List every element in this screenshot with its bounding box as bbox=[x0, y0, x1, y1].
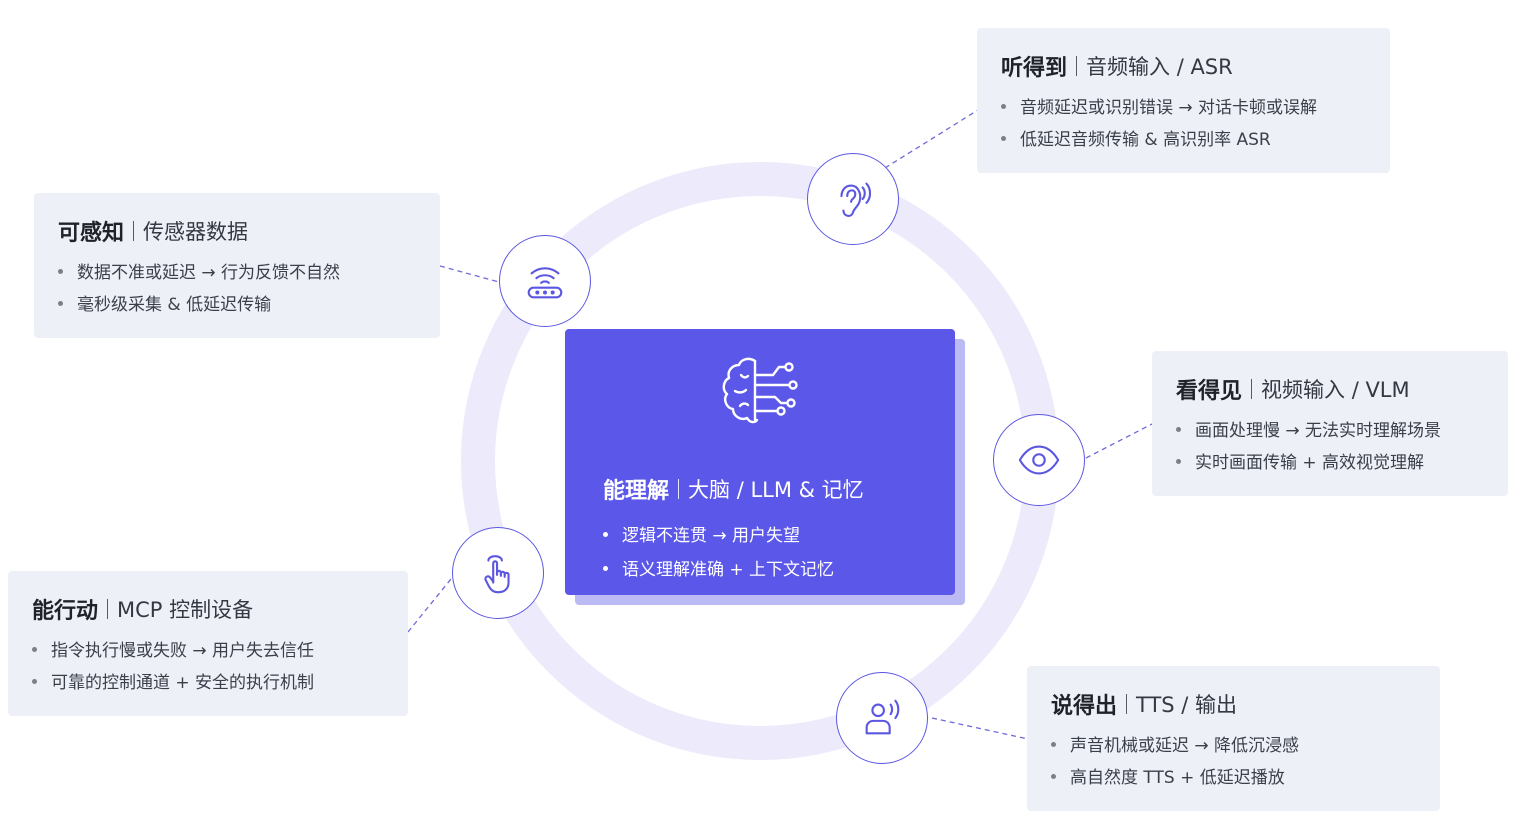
list-item-text: 音频延迟或识别错误 → 对话卡顿或误解 bbox=[1020, 98, 1318, 118]
card-see: 看得见 视频输入 / VLM 画面处理慢 → 无法实时理解场景 实时画面传输 +… bbox=[1152, 351, 1508, 496]
card-title-sub: TTS / 输出 bbox=[1136, 693, 1238, 717]
list-item: 低延迟音频传输 & 高识别率 ASR bbox=[1001, 124, 1366, 156]
center-title: 能理解 大脑 / LLM & 记忆 bbox=[603, 473, 864, 505]
list-item-text: 逻辑不连贯 → 用户失望 bbox=[622, 526, 801, 546]
sensor-icon bbox=[527, 267, 563, 299]
card-title-main: 听得到 bbox=[1001, 56, 1068, 81]
bullet-dot bbox=[603, 531, 608, 537]
center-title-main: 能理解 bbox=[603, 479, 670, 504]
title-separator bbox=[678, 479, 680, 499]
card-hear: 听得到 音频输入 / ASR 音频延迟或识别错误 → 对话卡顿或误解 低延迟音频… bbox=[977, 28, 1390, 173]
node-act bbox=[452, 527, 544, 619]
bullet-dot bbox=[1051, 741, 1056, 747]
list-item: 毫秒级采集 & 低延迟传输 bbox=[58, 289, 416, 321]
card-title-main: 看得见 bbox=[1176, 379, 1243, 404]
card-title: 能行动 MCP 控制设备 bbox=[32, 593, 384, 625]
bullet-dot bbox=[1176, 426, 1181, 432]
connector-see bbox=[1085, 423, 1153, 459]
list-item: 指令执行慢或失败 → 用户失去信任 bbox=[32, 635, 384, 667]
node-see bbox=[993, 414, 1085, 506]
list-item: 声音机械或延迟 → 降低沉浸感 bbox=[1051, 730, 1416, 762]
brain-circuit-icon bbox=[722, 357, 798, 424]
title-separator bbox=[107, 599, 109, 619]
list-item-text: 声音机械或延迟 → 降低沉浸感 bbox=[1070, 736, 1300, 756]
list-item: 实时画面传输 + 高效视觉理解 bbox=[1176, 447, 1484, 479]
list-item-text: 毫秒级采集 & 低延迟传输 bbox=[77, 295, 272, 315]
list-item: 数据不准或延迟 → 行为反馈不自然 bbox=[58, 257, 416, 289]
tap-hand-icon bbox=[484, 555, 510, 594]
card-title: 听得到 音频输入 / ASR bbox=[1001, 50, 1366, 82]
card-title: 说得出 TTS / 输出 bbox=[1051, 688, 1416, 720]
center-card: 能理解 大脑 / LLM & 记忆 逻辑不连贯 → 用户失望 语义理解准确 + … bbox=[565, 329, 955, 595]
list-item: 逻辑不连贯 → 用户失望 bbox=[603, 519, 834, 553]
title-separator bbox=[1126, 694, 1128, 714]
bullet-dot bbox=[1176, 458, 1181, 464]
card-title-sub: 视频输入 / VLM bbox=[1261, 378, 1410, 402]
center-title-sub: 大脑 / LLM & 记忆 bbox=[688, 478, 864, 502]
card-title: 可感知 传感器数据 bbox=[58, 215, 416, 247]
ear-icon bbox=[840, 182, 872, 217]
list-item: 语义理解准确 + 上下文记忆 bbox=[603, 553, 834, 587]
list-item-text: 实时画面传输 + 高效视觉理解 bbox=[1195, 453, 1425, 473]
card-title-sub: 传感器数据 bbox=[143, 220, 249, 244]
bullet-dot bbox=[58, 300, 63, 306]
card-list: 声音机械或延迟 → 降低沉浸感 高自然度 TTS + 低延迟播放 bbox=[1051, 730, 1416, 794]
bullet-dot bbox=[1001, 135, 1006, 141]
list-item: 画面处理慢 → 无法实时理解场景 bbox=[1176, 415, 1484, 447]
list-item-text: 高自然度 TTS + 低延迟播放 bbox=[1070, 768, 1285, 788]
bullet-dot bbox=[603, 565, 608, 571]
card-title-main: 能行动 bbox=[32, 599, 99, 624]
list-item: 可靠的控制通道 + 安全的执行机制 bbox=[32, 667, 384, 699]
title-separator bbox=[133, 221, 135, 241]
bullet-dot bbox=[1001, 103, 1006, 109]
list-item-text: 低延迟音频传输 & 高识别率 ASR bbox=[1020, 130, 1271, 150]
card-list: 音频延迟或识别错误 → 对话卡顿或误解 低延迟音频传输 & 高识别率 ASR bbox=[1001, 92, 1366, 156]
title-separator bbox=[1251, 379, 1253, 399]
center-list: 逻辑不连贯 → 用户失望 语义理解准确 + 上下文记忆 bbox=[603, 519, 834, 587]
card-list: 画面处理慢 → 无法实时理解场景 实时画面传输 + 高效视觉理解 bbox=[1176, 415, 1484, 479]
bullet-dot bbox=[58, 268, 63, 274]
title-separator bbox=[1076, 56, 1078, 76]
list-item-text: 语义理解准确 + 上下文记忆 bbox=[622, 560, 835, 580]
card-title-main: 说得出 bbox=[1051, 694, 1118, 719]
list-item-text: 数据不准或延迟 → 行为反馈不自然 bbox=[77, 263, 341, 283]
bullet-dot bbox=[32, 646, 37, 652]
card-sense: 可感知 传感器数据 数据不准或延迟 → 行为反馈不自然 毫秒级采集 & 低延迟传… bbox=[34, 193, 440, 338]
connector-sense bbox=[439, 265, 500, 283]
connector-act bbox=[407, 573, 456, 633]
speaking-person-icon bbox=[865, 699, 900, 735]
card-title-sub: 音频输入 / ASR bbox=[1086, 55, 1233, 79]
list-item-text: 可靠的控制通道 + 安全的执行机制 bbox=[51, 673, 315, 693]
node-hear bbox=[807, 153, 899, 245]
connector-hear bbox=[884, 109, 979, 169]
card-title: 看得见 视频输入 / VLM bbox=[1176, 373, 1484, 405]
eye-icon bbox=[1018, 445, 1060, 475]
node-speak bbox=[836, 672, 928, 764]
card-list: 指令执行慢或失败 → 用户失去信任 可靠的控制通道 + 安全的执行机制 bbox=[32, 635, 384, 699]
card-title-main: 可感知 bbox=[58, 221, 125, 246]
card-list: 数据不准或延迟 → 行为反馈不自然 毫秒级采集 & 低延迟传输 bbox=[58, 257, 416, 321]
card-act: 能行动 MCP 控制设备 指令执行慢或失败 → 用户失去信任 可靠的控制通道 +… bbox=[8, 571, 408, 716]
bullet-dot bbox=[32, 678, 37, 684]
list-item: 高自然度 TTS + 低延迟播放 bbox=[1051, 762, 1416, 794]
connector-speak bbox=[931, 717, 1029, 740]
card-speak: 说得出 TTS / 输出 声音机械或延迟 → 降低沉浸感 高自然度 TTS + … bbox=[1027, 666, 1440, 811]
list-item-text: 画面处理慢 → 无法实时理解场景 bbox=[1195, 421, 1442, 441]
bullet-dot bbox=[1051, 773, 1056, 779]
list-item-text: 指令执行慢或失败 → 用户失去信任 bbox=[51, 641, 315, 661]
list-item: 音频延迟或识别错误 → 对话卡顿或误解 bbox=[1001, 92, 1366, 124]
card-title-sub: MCP 控制设备 bbox=[117, 598, 254, 622]
node-sense bbox=[499, 235, 591, 327]
